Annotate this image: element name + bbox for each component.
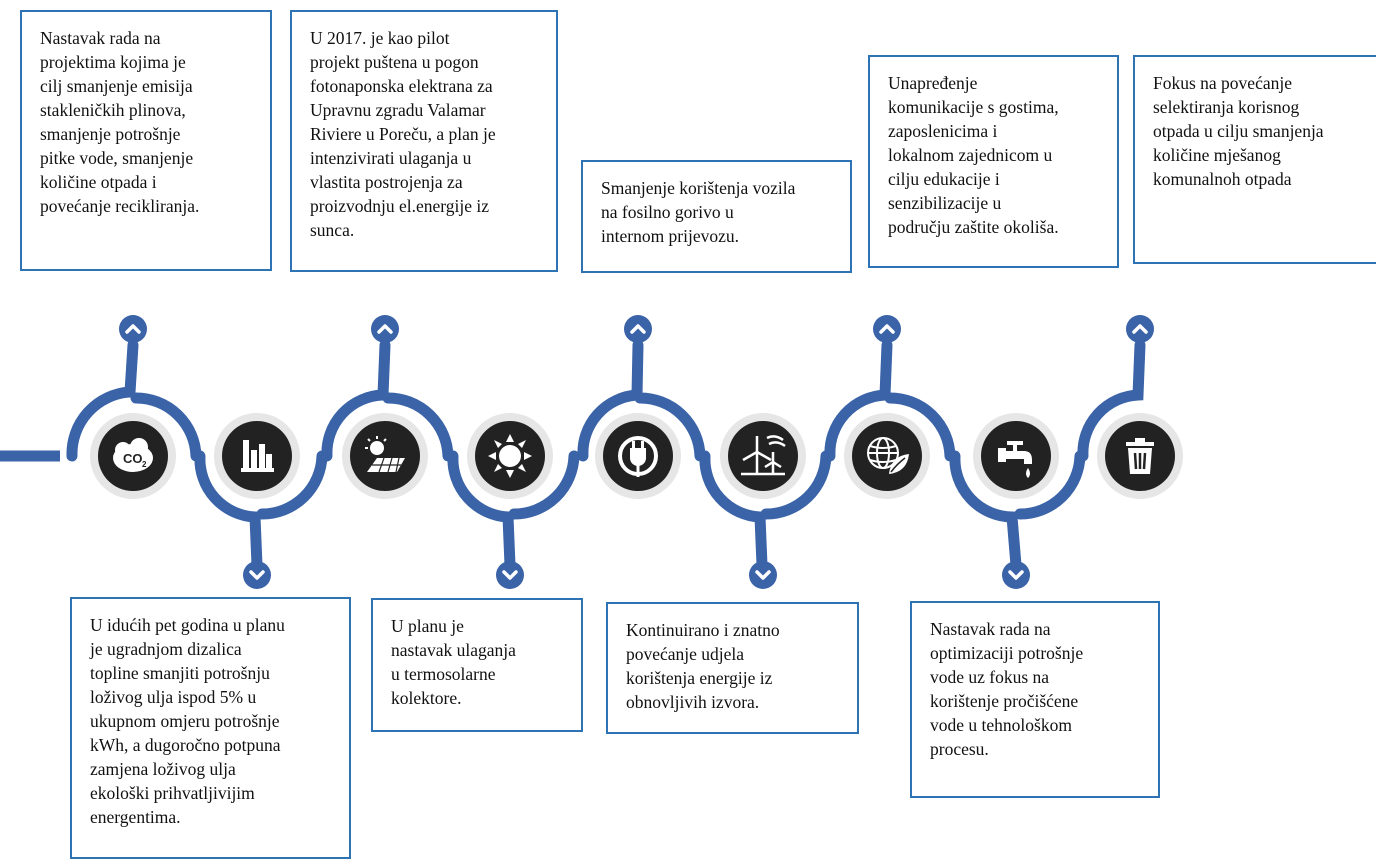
- bottom-box-2: U planu je nastavak ulaganja u termosola…: [371, 598, 583, 732]
- globe-leaf-icon: [844, 413, 930, 499]
- chevron-down-icon: [243, 561, 271, 589]
- chevron-up-icon: [873, 315, 901, 343]
- top-nodes: [119, 315, 1154, 343]
- bottom-nodes: [243, 561, 1030, 589]
- bottom-box-3: Kontinuirano i znatno povećanje udjela k…: [606, 602, 859, 734]
- water-tap-icon: [973, 413, 1059, 499]
- sun-icon: [467, 413, 553, 499]
- solar-panel-icon: [342, 413, 428, 499]
- wind-turbine-icon: [720, 413, 806, 499]
- top-box-4: Unapređenje komunikacije s gostima, zapo…: [868, 55, 1119, 268]
- chevron-up-icon: [119, 315, 147, 343]
- top-box-3: Smanjenje korištenja vozila na fosilno g…: [581, 160, 852, 273]
- chevron-up-icon: [1126, 315, 1154, 343]
- trash-bin-icon: [1097, 413, 1183, 499]
- chevron-down-icon: [749, 561, 777, 589]
- chevron-up-icon: [624, 315, 652, 343]
- timeline-arcs: [66, 339, 1146, 571]
- top-box-1: Nastavak rada na projektima kojima je ci…: [20, 10, 272, 271]
- co2-subscript: 2: [142, 460, 147, 469]
- top-box-5: Fokus na povećanje selektiranja korisnog…: [1133, 55, 1376, 264]
- top-box-2: U 2017. je kao pilot projekt puštena u p…: [290, 10, 558, 272]
- chevron-up-icon: [371, 315, 399, 343]
- chevron-down-icon: [496, 561, 524, 589]
- co2-icon: CO 2: [90, 413, 176, 499]
- factory-icon: [214, 413, 300, 499]
- co2-label: CO: [123, 451, 143, 466]
- bottom-box-1: U idućih pet godina u planu je ugradnjom…: [70, 597, 351, 859]
- chevron-down-icon: [1002, 561, 1030, 589]
- plug-icon: [595, 413, 681, 499]
- bottom-box-4: Nastavak rada na optimizaciji potrošnje …: [910, 601, 1160, 798]
- icon-circles: CO 2: [90, 413, 1183, 499]
